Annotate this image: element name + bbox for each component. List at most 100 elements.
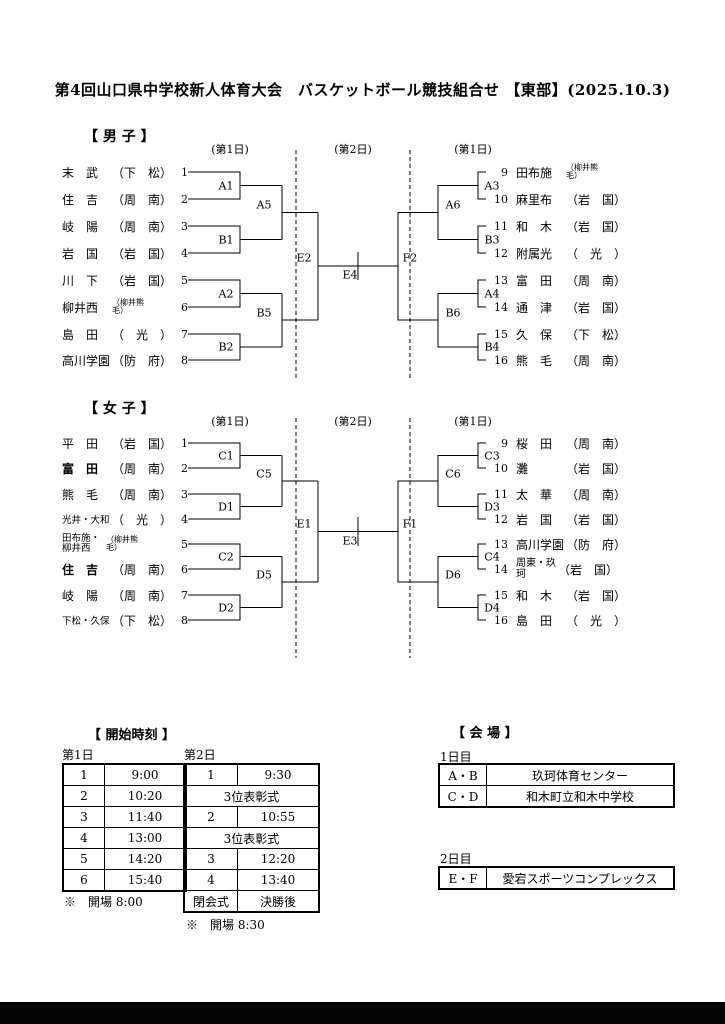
team-row: 川 下（岩 国）5 — [62, 272, 188, 288]
match-label: A1 — [218, 179, 234, 193]
team-row: 柳井西（柳井熊毛）6 — [62, 298, 188, 315]
schedule-day1-note: ※ 開場 8:00 — [64, 895, 143, 909]
cell: 和木町立和木中学校 — [486, 785, 675, 808]
match-label: C2 — [218, 550, 234, 564]
venues-day1-label: 1日目 — [440, 750, 472, 764]
match-label: F1 — [402, 517, 418, 531]
cell: 2 — [62, 785, 105, 807]
match-label: C3 — [484, 449, 500, 463]
match-label: D1 — [218, 500, 234, 514]
schedule-heading: 【 開始時刻 】 — [88, 728, 176, 743]
team-seed: 3 — [181, 487, 188, 501]
team-seed: 14 — [494, 300, 508, 314]
cell: 閉会式 — [183, 890, 238, 913]
team-region: （岩 国） — [566, 300, 627, 315]
match-label: D5 — [256, 568, 272, 582]
team-region: （ 光 ） — [566, 246, 627, 261]
team-name: 島 田 — [516, 613, 553, 628]
match-label: D2 — [218, 601, 234, 615]
team-region: （周 南） — [566, 353, 627, 368]
team-name: 周東・玖珂 — [516, 558, 556, 580]
cell: 1 — [183, 763, 238, 786]
cell: 9:00 — [104, 763, 187, 786]
cell: C・D — [438, 785, 487, 808]
schedule-day2-note: ※ 開場 8:30 — [186, 918, 265, 932]
team-seed: 4 — [181, 512, 188, 526]
cell: 13:40 — [237, 869, 320, 891]
match-label: E2 — [296, 251, 312, 265]
team-region: （防 府） — [112, 353, 173, 368]
team-seed: 9 — [501, 165, 508, 179]
team-name: 和 木 — [516, 588, 553, 603]
venues-day2-label: 2日目 — [440, 852, 472, 866]
cell-merged: 3位表彰式 — [183, 785, 320, 807]
team-name: 麻里布 — [516, 192, 553, 207]
men-day-header-right: (第1日) — [454, 143, 492, 156]
women-day-header-center: (第2日) — [334, 415, 372, 428]
team-seed: 13 — [494, 537, 508, 551]
team-region: （防 府） — [566, 537, 627, 552]
match-label: C4 — [484, 550, 500, 564]
cell: E・F — [438, 866, 487, 890]
team-row: 下松・久保（下 松）8 — [62, 612, 188, 628]
team-region: （下 松） — [566, 327, 627, 342]
team-region: （岩 国） — [112, 436, 173, 451]
team-name: 末 武 — [62, 165, 99, 180]
cell: 6 — [62, 869, 105, 892]
team-row: 住 吉（周 南）2 — [62, 191, 188, 207]
team-seed: 9 — [501, 436, 508, 450]
women-day-header-right: (第1日) — [454, 415, 492, 428]
team-seed: 3 — [181, 219, 188, 233]
team-name: 島 田 — [62, 327, 99, 342]
match-label: B3 — [484, 233, 500, 247]
cell: 3 — [62, 806, 105, 828]
team-name: 和 木 — [516, 219, 553, 234]
schedule-day1-label: 第1日 — [62, 748, 94, 762]
cell: 11:40 — [104, 806, 187, 828]
team-region: （岩 国） — [566, 588, 627, 603]
match-label: E3 — [342, 534, 358, 548]
team-row: 住 吉（周 南）6 — [62, 561, 188, 577]
team-region: （柳井熊毛） — [566, 162, 598, 180]
team-row: 岩 国（岩 国）4 — [62, 245, 188, 261]
team-seed: 15 — [494, 327, 508, 341]
team-name: 附属光 — [516, 246, 553, 261]
team-name: 太 華 — [516, 487, 553, 502]
venues-heading: 【 会 場 】 — [452, 726, 518, 741]
cell: 10:20 — [104, 785, 187, 807]
cell: 玖珂体育センター — [486, 763, 675, 786]
match-label: C1 — [218, 449, 234, 463]
match-label: E4 — [342, 268, 358, 282]
team-region: （岩 国） — [566, 512, 627, 527]
team-seed: 10 — [494, 192, 508, 206]
team-region: （ 光 ） — [566, 613, 627, 628]
team-seed: 15 — [494, 588, 508, 602]
team-row: 10 麻里布 （岩 国） — [490, 191, 680, 207]
page-title: 第4回山口県中学校新人体育大会 バスケットボール競技組合せ 【東部】(2025.… — [54, 81, 671, 99]
team-name: 富 田 — [62, 461, 99, 476]
cell: 13:00 — [104, 827, 187, 849]
team-region: （ 光 ） — [112, 512, 173, 527]
team-region: （岩 国） — [566, 192, 627, 207]
match-label: D4 — [484, 601, 500, 615]
cell: 12:20 — [237, 848, 320, 870]
team-row: 14 周東・玖珂（岩 国） — [490, 558, 680, 580]
team-seed: 8 — [181, 353, 188, 367]
team-name: 岐 陽 — [62, 588, 99, 603]
team-name: 住 吉 — [62, 562, 99, 577]
team-region: （岩 国） — [558, 562, 619, 577]
match-label: A2 — [218, 287, 234, 301]
team-seed: 14 — [494, 562, 508, 576]
cell: 愛宕スポーツコンプレックス — [486, 866, 675, 890]
